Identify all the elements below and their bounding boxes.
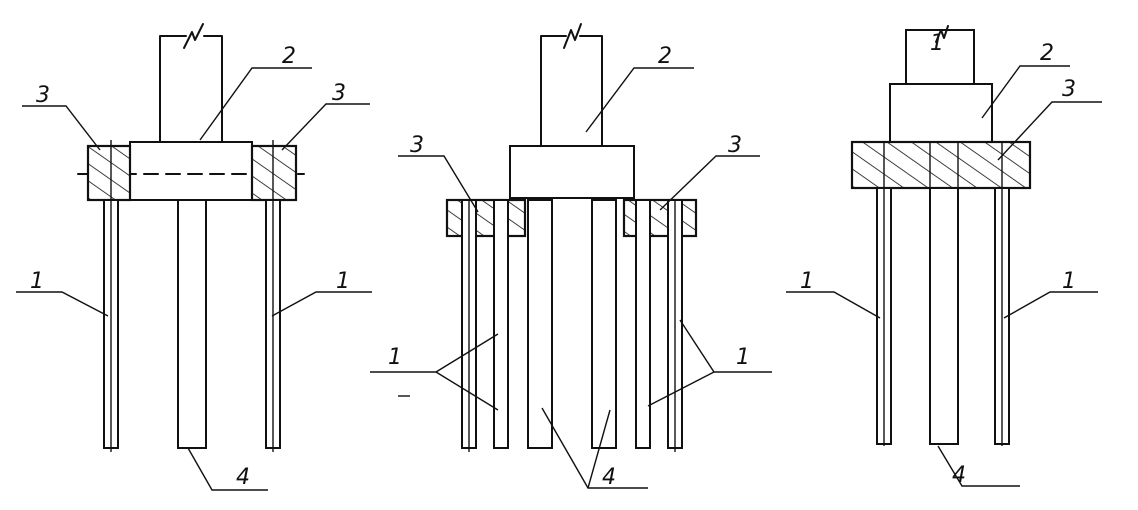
label-1-right: 1 [336,269,350,294]
label-1-right: 1 [736,345,750,370]
label-3-left: 3 [410,133,424,158]
leader-1-right-b [647,371,715,407]
label-2: 2 [658,44,672,69]
foundation-body [889,83,993,143]
collar-right [622,198,698,238]
leader-4-b [587,409,611,489]
leader-2 [585,67,694,133]
leader-1-right [679,319,772,373]
column-2 [591,199,617,449]
collar [850,140,1032,190]
label-3-right: 3 [332,81,346,106]
figure-middle: 2 3 3 1 1 4 [370,23,772,490]
leader-3-left [398,155,479,213]
leader-3-right [281,103,370,151]
leader-4 [937,445,1020,487]
leader-1-left [786,291,881,319]
label-1-left: 1 [800,269,814,294]
label-1-left: 1 [388,345,402,370]
label-3-right: 3 [728,133,742,158]
leader-1-right [271,291,372,317]
foundation-top [905,29,975,85]
pile-2 [493,199,509,449]
label-2: 2 [282,44,296,69]
label-4: 4 [236,465,250,490]
label-2: 2 [1040,41,1054,66]
leader-4 [187,447,268,491]
break-mark [935,25,949,43]
foundation-stem [159,35,223,143]
leader-1-left-b [435,371,499,411]
foundation-body [509,145,635,199]
pile-3 [635,199,651,449]
leader-2 [199,67,312,141]
label-3-left: 3 [36,83,50,108]
figure-left: 2 3 3 1 1 4 [16,23,372,491]
leader-1-right [1003,291,1098,319]
leader-2 [981,65,1070,119]
leader-3 [997,101,1102,161]
leader-1-left [16,291,109,317]
leader-3-right [659,155,760,211]
collar-left [445,198,527,238]
label-4: 4 [952,463,966,488]
label-3: 3 [1062,77,1076,102]
column-center [177,199,207,449]
label-1-left: 1 [30,269,44,294]
foundation-body [129,141,253,201]
leader-3-left [22,105,101,151]
column-center [929,187,959,445]
break-mark [183,23,204,49]
label-4: 4 [602,465,616,490]
figure-right: 1 2 3 1 1 4 [786,25,1102,488]
label-1-right: 1 [1062,269,1076,294]
break-mark [563,23,582,49]
column-1 [527,199,553,449]
collar-right [250,144,298,202]
collar-left [86,144,132,202]
foundation-stem [540,35,603,147]
label-1-top: 1 [930,31,944,56]
